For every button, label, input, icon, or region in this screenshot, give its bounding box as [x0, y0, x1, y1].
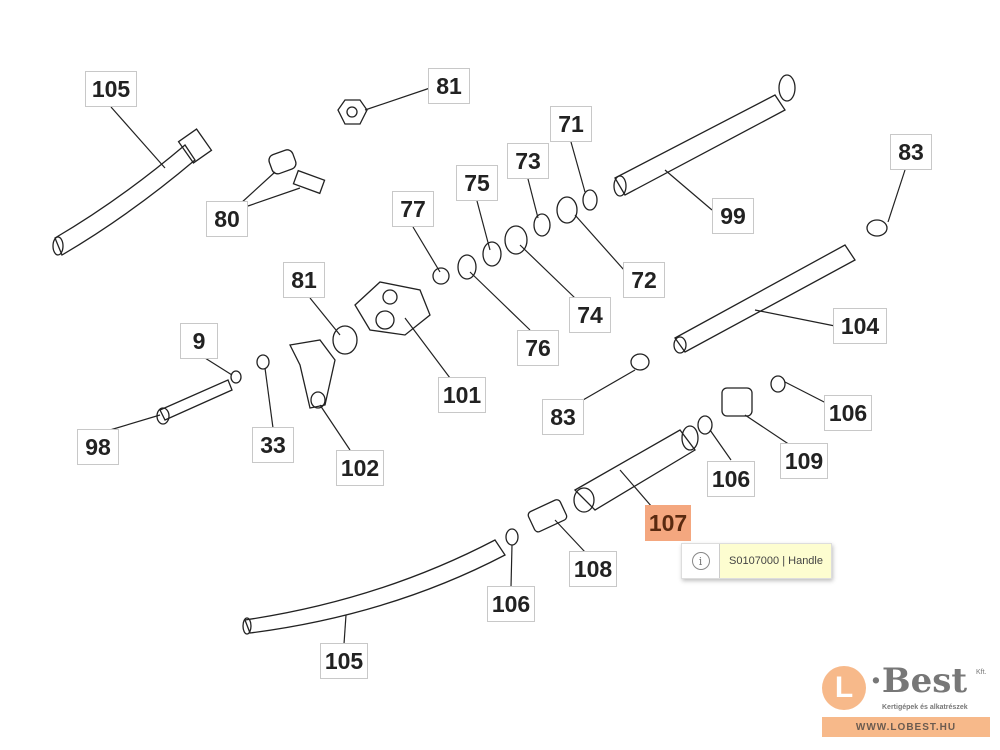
part-tube-99 — [613, 74, 796, 197]
callout-109[interactable]: 109 — [780, 443, 828, 479]
leader-lines — [109, 87, 906, 645]
callout-81[interactable]: 81 — [428, 68, 470, 104]
part-bolt-98 — [156, 379, 233, 425]
lobest-logo: L ·Best Kft. Kertigépek és alkatrészek W… — [820, 663, 996, 739]
logo-mark: L — [822, 666, 866, 710]
callout-102[interactable]: 102 — [336, 450, 384, 486]
part-fitting-108 — [527, 499, 568, 533]
callout-108[interactable]: 108 — [569, 551, 617, 587]
logo-url: WWW.LOBEST.HU — [822, 717, 990, 737]
part-hose-105-bottom — [242, 539, 506, 635]
callout-104[interactable]: 104 — [833, 308, 887, 344]
part-clamp-83-top — [866, 219, 888, 237]
part-nut-81-mid — [332, 325, 358, 355]
tooltip-text: S0107000 | Handle — [720, 544, 831, 578]
callout-80[interactable]: 80 — [206, 201, 248, 237]
logo-brand: ·Best — [870, 661, 968, 701]
callout-99[interactable]: 99 — [712, 198, 754, 234]
callout-106-bottom[interactable]: 106 — [487, 586, 535, 622]
callout-105-bottom[interactable]: 105 — [320, 643, 368, 679]
callout-77[interactable]: 77 — [392, 191, 434, 227]
part-bracket-102 — [289, 339, 336, 409]
callout-83-mid[interactable]: 83 — [542, 399, 584, 435]
part-washer-106 — [697, 415, 713, 435]
part-washer-33 — [256, 354, 270, 370]
part-tooltip: i S0107000 | Handle — [681, 543, 832, 579]
logo-tagline: Kertigépek és alkatrészek — [882, 704, 968, 711]
part-fitting-80 — [268, 149, 326, 195]
part-washers-71-77 — [432, 189, 598, 285]
part-nut-81 — [337, 99, 368, 125]
callout-106[interactable]: 106 — [824, 395, 872, 431]
callout-76[interactable]: 76 — [517, 330, 559, 366]
callout-73[interactable]: 73 — [507, 143, 549, 179]
info-icon: i — [682, 544, 720, 578]
callout-81-mid[interactable]: 81 — [283, 262, 325, 298]
callout-74[interactable]: 74 — [569, 297, 611, 333]
callout-75[interactable]: 75 — [456, 165, 498, 201]
part-handle-107 — [573, 425, 699, 513]
part-valve-109 — [721, 375, 786, 417]
callout-105[interactable]: 105 — [85, 71, 137, 107]
part-clamp-83-mid — [630, 353, 650, 371]
part-hose-105-top — [52, 128, 213, 256]
callout-71[interactable]: 71 — [550, 106, 592, 142]
part-valve-101 — [354, 281, 431, 336]
callout-33[interactable]: 33 — [252, 427, 294, 463]
callout-83[interactable]: 83 — [890, 134, 932, 170]
part-washer-9 — [230, 370, 242, 384]
callout-107-highlighted[interactable]: 107 — [645, 505, 691, 541]
logo-suffix: Kft. — [976, 669, 987, 676]
part-washer-106-b — [505, 528, 519, 546]
part-tube-104 — [673, 244, 856, 354]
callout-9[interactable]: 9 — [180, 323, 218, 359]
callout-106-mid[interactable]: 106 — [707, 461, 755, 497]
callout-98[interactable]: 98 — [77, 429, 119, 465]
callout-72[interactable]: 72 — [623, 262, 665, 298]
callout-101[interactable]: 101 — [438, 377, 486, 413]
